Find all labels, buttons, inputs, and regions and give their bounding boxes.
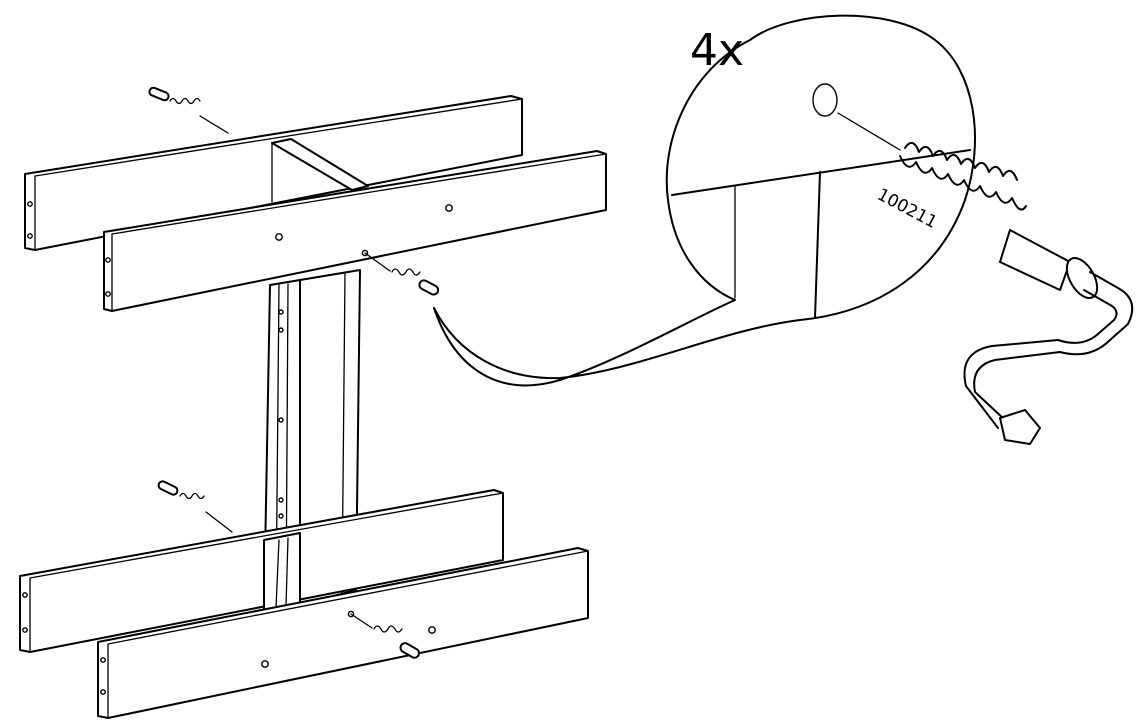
top-rail-back-board	[24, 95, 523, 251]
dowel-screw-bottom-front	[350, 613, 421, 659]
quantity-label: 4x	[690, 25, 744, 76]
leg-post-lower	[263, 532, 301, 613]
detail-callout-bubble	[433, 14, 976, 387]
center-cross-brace-top	[271, 138, 369, 203]
dowel-screw-top-front	[364, 252, 440, 296]
bottom-rail-front-board	[97, 547, 589, 719]
dowel-screw-top-back	[148, 86, 229, 134]
dowel-screw-bottom-back	[157, 480, 233, 533]
hex-key-tool-icon	[963, 229, 1134, 445]
part-number-label: 100211	[874, 185, 941, 233]
bottom-rail-back-board	[19, 489, 504, 653]
top-rail-front-board	[103, 150, 607, 312]
screw-detail	[899, 141, 1027, 211]
